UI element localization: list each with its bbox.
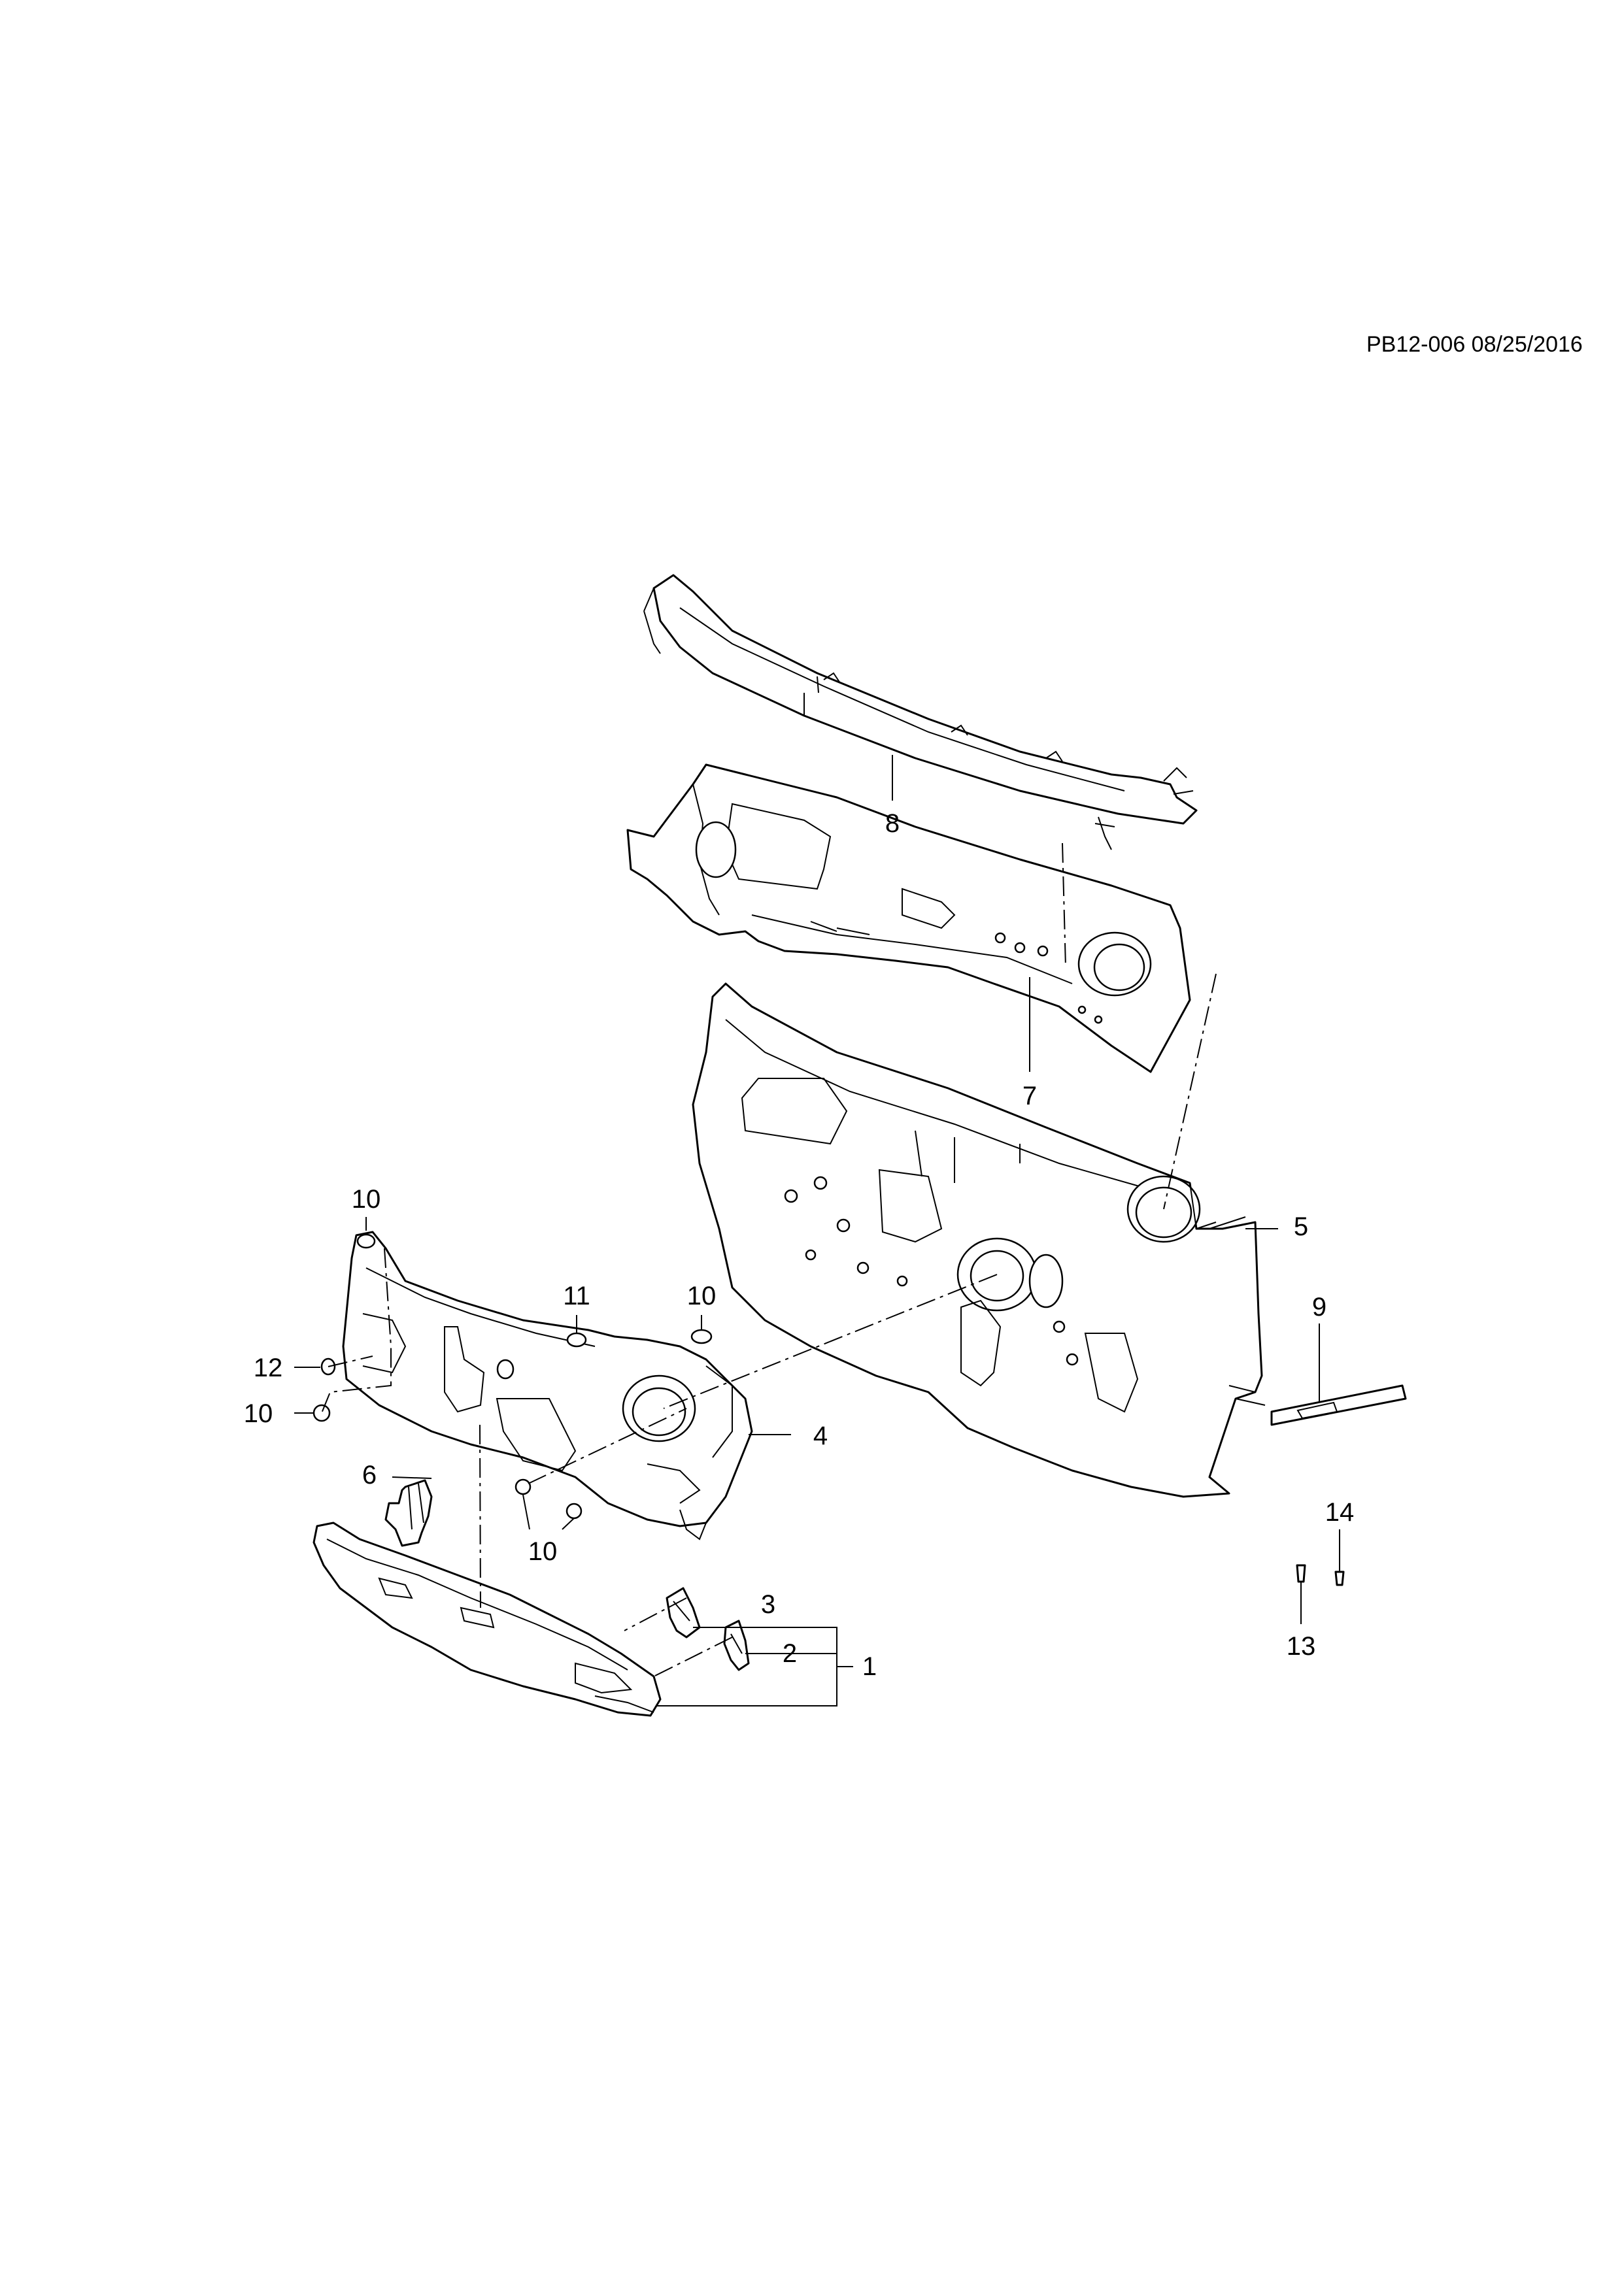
fasteners-plugs [313,1233,713,1520]
callout-10-right: 10 [687,1282,717,1310]
plug-10-lower-a [515,1478,532,1495]
callout-6: 6 [362,1461,377,1489]
callout-10-left: 10 [244,1399,273,1428]
callout-10-bottom: 10 [528,1537,558,1566]
part-7-dash-panel-inner [626,763,1191,1073]
callout-9: 9 [1312,1293,1326,1322]
part-2-bracket [723,1620,750,1671]
callout-3: 3 [761,1590,775,1619]
callout-13: 13 [1287,1632,1316,1661]
plug-10-left [313,1404,331,1422]
callout-8: 8 [885,809,900,838]
plug-10-top [356,1233,376,1249]
callout-12: 12 [254,1354,283,1382]
callout-5: 5 [1294,1212,1308,1241]
part-13-screw [1296,1564,1306,1611]
part-14-pin [1334,1559,1345,1586]
assembly-lines [321,842,1217,1677]
callout-1: 1 [862,1652,877,1681]
callout-labels: 8 7 5 9 4 3 2 1 6 10 11 10 12 10 10 13 1… [244,809,1355,1681]
document-reference: PB12-006 08/25/2016 [1366,332,1583,357]
plug-10-upper-right [690,1329,713,1344]
part-6-duct-clip [384,1479,433,1547]
part-4-dash-insulator [342,1231,753,1540]
part-5-dash-panel [692,982,1266,1498]
callout-4: 4 [813,1422,828,1450]
callout-14: 14 [1325,1498,1355,1527]
part-1-lower-cowl-assembly [313,1522,662,1717]
part-8-cowl-upper-panel [643,574,1198,850]
callout-7: 7 [1022,1082,1037,1110]
leader-lines [294,755,1340,1706]
callout-2: 2 [783,1639,797,1668]
callout-11: 11 [563,1282,590,1310]
plug-11 [566,1332,587,1348]
callout-10-top: 10 [352,1185,381,1214]
part-3-bracket [666,1587,701,1639]
plug-10-lower-b [566,1503,583,1520]
part-9-pad [1270,1384,1407,1426]
